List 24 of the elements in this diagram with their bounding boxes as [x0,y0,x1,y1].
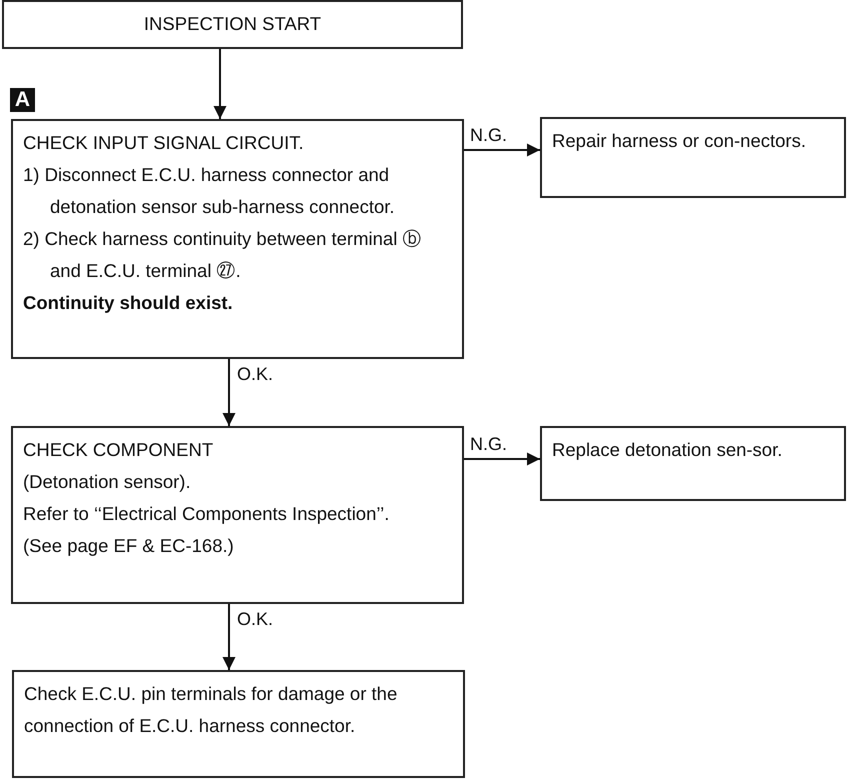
arrow [464,144,540,156]
section-marker: A [10,88,35,112]
node-text: Continuity should exist. [23,291,234,315]
node-text: CHECK COMPONENT [23,438,214,462]
arrow [222,359,236,426]
node-text: (Detonation sensor). [23,470,192,494]
node-text: Replace detonation sen-sor. [552,438,784,462]
node-text: 2) Check harness continuity between terminal ⓑ and E.C.U. terminal ㉗. [23,227,422,283]
node-text: Refer to ‘‘Electrical Components Inspection’’. [23,502,390,526]
process-box [12,670,465,778]
process-box [11,119,464,359]
node-text: Repair harness or con-nectors. [552,129,807,153]
arrow [214,49,226,119]
node-text: Check E.C.U. pin terminals for damage or the connection of E.C.U. harness connector. [24,682,398,738]
node-text: 1) Disconnect E.C.U. harness connector and detonation sensor sub-harness connector. [23,163,396,219]
node-text: CHECK INPUT SIGNAL CIRCUIT. [23,131,305,155]
start-box [2,0,463,49]
process-box [540,426,846,501]
arrow [464,452,540,466]
process-box [11,426,464,604]
process-box [540,117,846,198]
arrow [222,604,236,670]
node-text: (See page EF & EC-168.) [23,534,235,558]
node-text: INSPECTION START [142,12,322,36]
